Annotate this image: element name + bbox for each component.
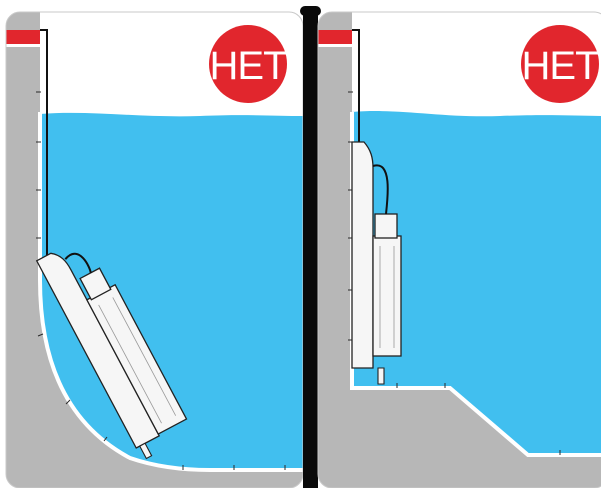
coping (6, 30, 40, 46)
device (35, 252, 188, 460)
coping (318, 30, 352, 46)
badge-circle (209, 25, 287, 103)
badge-label: НЕТ (522, 44, 600, 88)
no-badge: НЕТ (521, 25, 600, 103)
panel-divider (303, 12, 318, 488)
device (351, 141, 402, 385)
water (352, 111, 601, 455)
pool-wall (6, 12, 303, 488)
pool-wall (318, 12, 601, 488)
badge-circle (521, 25, 599, 103)
suspension-cable (40, 29, 48, 258)
no-badge: НЕТ (209, 25, 288, 103)
badge-label: НЕТ (210, 44, 288, 88)
tile-ticks (36, 91, 286, 470)
suspension-cable (352, 29, 360, 142)
